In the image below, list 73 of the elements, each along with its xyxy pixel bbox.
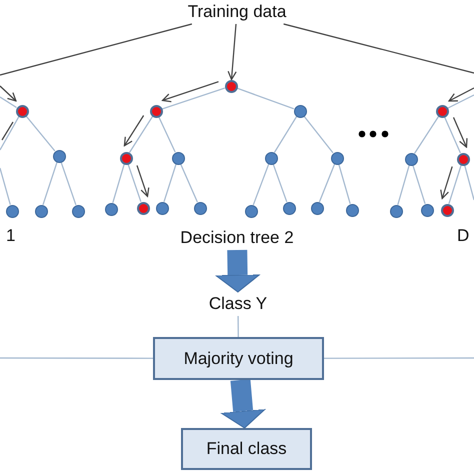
tree-node: [404, 152, 418, 166]
tree-node: [294, 104, 306, 118]
branch-line: [448, 94, 474, 109]
path-arrow: [136, 165, 150, 197]
connector-line: [324, 357, 474, 359]
tree-node: [52, 150, 66, 162]
branch-line: [128, 164, 142, 202]
branch-line: [26, 116, 56, 152]
active-tree-node: [440, 204, 454, 216]
connector-line: [238, 316, 239, 337]
active-tree-node: [224, 80, 238, 92]
branch-line: [414, 116, 439, 154]
path-arrow: [440, 166, 453, 200]
path-arrow: [0, 86, 17, 102]
branch-line: [129, 116, 153, 153]
tree-node: [346, 204, 358, 216]
branch-line: [0, 168, 11, 205]
branch-line: [272, 164, 288, 202]
path-arrow: [228, 24, 237, 80]
branch-line: [163, 164, 177, 202]
branch-line: [112, 164, 125, 203]
tree-node: [420, 204, 434, 216]
branch-line: [318, 164, 336, 202]
tree-node: [244, 204, 258, 218]
active-tree-node: [120, 152, 132, 164]
tree-node: [156, 202, 168, 214]
tree-node: [194, 202, 206, 214]
branch-line: [42, 162, 58, 205]
tree-node: [172, 152, 184, 164]
tree-node: [310, 202, 324, 214]
path-arrow: [162, 81, 219, 102]
branch-line: [0, 116, 20, 150]
active-tree-node: [456, 152, 470, 166]
tree-node: [264, 152, 278, 164]
node-label: Training data: [187, 0, 287, 24]
node-label: Class Y: [203, 292, 273, 316]
branch-line: [397, 165, 410, 205]
tree-node: [104, 202, 118, 216]
branch-line: [412, 165, 426, 204]
block-arrow: [215, 250, 260, 292]
active-tree-node: [150, 104, 162, 118]
branch-line: [304, 116, 334, 154]
branch-line: [274, 116, 298, 153]
active-tree-node: [436, 104, 448, 118]
block-arrow: [220, 379, 266, 429]
process-box: Majority voting: [153, 337, 324, 380]
tree-node: [330, 152, 344, 164]
branch-line: [252, 164, 270, 206]
active-tree-node: [16, 104, 28, 118]
branch-line: [464, 165, 474, 200]
tree-caption: D: [457, 226, 470, 246]
tree-node: [282, 202, 296, 214]
branch-line: [0, 96, 17, 108]
path-arrow: [124, 115, 144, 146]
node-label: Decision tree 2: [172, 226, 302, 250]
connector-line: [0, 357, 153, 359]
branch-line: [338, 164, 351, 204]
branch-line: [236, 88, 294, 110]
tree-caption: 1: [6, 226, 16, 246]
tree-node: [6, 204, 18, 218]
branch-line: [60, 162, 76, 206]
path-arrow: [448, 87, 474, 102]
branch-line: [158, 116, 176, 152]
tree-node: [34, 204, 48, 218]
branch-line: [162, 88, 225, 110]
tree-node: [72, 204, 84, 218]
path-arrow: [452, 117, 468, 148]
process-box: Final class: [181, 428, 312, 470]
active-tree-node: [136, 202, 150, 214]
branch-line: [448, 165, 462, 204]
branch-line: [180, 164, 198, 202]
tree-node: [390, 204, 402, 218]
branch-line: [444, 116, 461, 154]
